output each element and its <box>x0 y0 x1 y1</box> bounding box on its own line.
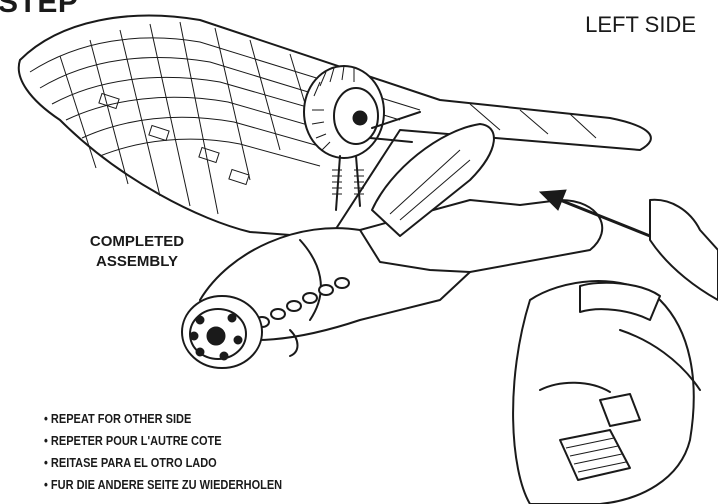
callout-line-2: ASSEMBLY <box>96 253 178 270</box>
instruction-item: FUR DIE ANDERE SEITE ZU WIEDERHOLEN <box>44 474 282 496</box>
instruction-list: REPEAT FOR OTHER SIDE REPETER POUR L'AUT… <box>44 408 282 496</box>
direction-arrow <box>538 189 651 238</box>
detail-inset <box>512 198 718 504</box>
completed-assembly-callout: COMPLETED ASSEMBLY <box>72 232 202 272</box>
gear-door <box>371 123 495 237</box>
detail-grille <box>559 393 641 481</box>
instruction-item: REITASE PARA EL OTRO LADO <box>44 452 282 474</box>
callout-line-1: COMPLETED <box>89 233 185 250</box>
main-gear-wheel <box>303 65 421 211</box>
engine-nacelle <box>181 199 604 369</box>
engine-cowl <box>181 295 263 369</box>
instruction-item: REPEAT FOR OTHER SIDE <box>44 408 282 430</box>
instruction-item: REPETER POUR L'AUTRE COTE <box>44 430 282 452</box>
step-title: STEP <box>0 0 79 19</box>
side-label: LEFT SIDE <box>585 12 696 37</box>
